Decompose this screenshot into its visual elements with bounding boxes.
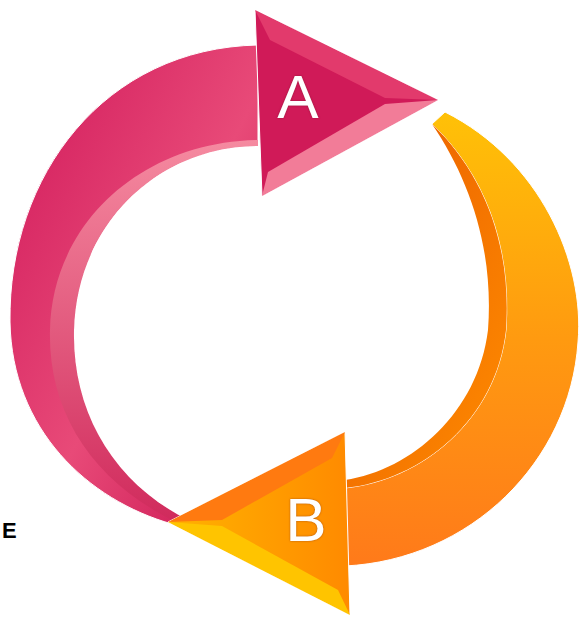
arrow-b-head: [168, 432, 350, 615]
arrow-b-inner-face: [345, 124, 507, 488]
arrow-b-body: [345, 112, 579, 566]
arrow-a-inner-face: [50, 140, 258, 522]
arrow-head-label-box: B: [251, 465, 361, 575]
arrow-letter: A: [277, 66, 318, 128]
edge-letter: E: [2, 520, 17, 542]
arrow-a-head: [255, 10, 438, 196]
arrow-letter: B: [285, 489, 326, 551]
arrow-head-label-box: A: [243, 42, 353, 152]
arrow-a-body: [10, 45, 258, 524]
